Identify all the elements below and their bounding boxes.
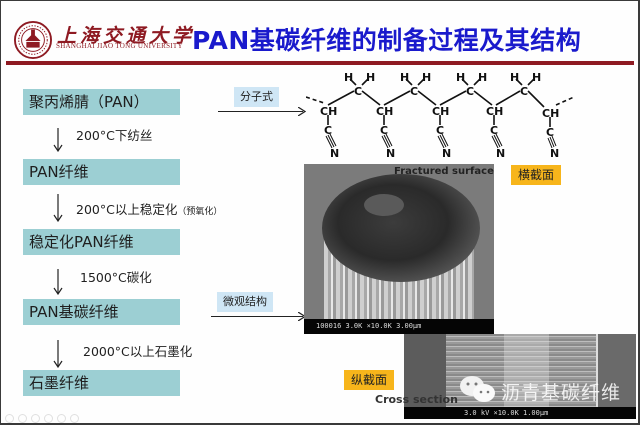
sjtu-logo-icon bbox=[14, 21, 52, 59]
svg-text:C: C bbox=[466, 85, 474, 98]
microstructure-label: 微观结构 bbox=[217, 292, 273, 312]
watermark-text: 沥青基碳纤维 bbox=[501, 382, 622, 404]
sem-scale-bar: 3.0 kV ×10.0K 1.00μm bbox=[404, 407, 636, 419]
arrow-down-icon bbox=[53, 128, 63, 152]
molecular-arrow-line bbox=[218, 111, 303, 112]
arrow-right-icon bbox=[298, 107, 306, 116]
svg-text:CH: CH bbox=[432, 105, 449, 118]
pan-molecular-structure: CH CH CH CH CH C C C C C C C C C N N N N… bbox=[306, 73, 575, 159]
sem-caption-fractured: Fractured surface bbox=[394, 166, 494, 177]
sem-scale-bar: 100016 3.0K ×10.0K 3.00μm bbox=[304, 319, 494, 334]
sem-image-fractured-surface: Fractured surface 100016 3.0K ×10.0K 3.0… bbox=[304, 164, 494, 334]
svg-text:C: C bbox=[436, 124, 444, 137]
svg-text:H: H bbox=[478, 73, 487, 84]
condition-carbonization: 1500°C碳化 bbox=[80, 270, 152, 285]
molecular-formula-label: 分子式 bbox=[234, 87, 279, 107]
slide-toolbar[interactable] bbox=[5, 414, 79, 423]
cross-section-tag: 横截面 bbox=[511, 165, 562, 185]
pen-icon[interactable] bbox=[31, 414, 40, 423]
process-step-graphite-fiber: 石墨纤维 bbox=[23, 370, 180, 396]
svg-text:CH: CH bbox=[376, 105, 393, 118]
process-step-pan: 聚丙烯腈（PAN） bbox=[23, 89, 180, 115]
prev-slide-icon[interactable] bbox=[5, 414, 14, 423]
process-step-stabilized-fiber: 稳定化PAN纤维 bbox=[23, 229, 180, 255]
svg-text:H: H bbox=[344, 73, 353, 84]
zoom-icon[interactable] bbox=[57, 414, 66, 423]
university-name-cn: 上海交通大学 bbox=[57, 25, 196, 47]
next-slide-icon[interactable] bbox=[18, 414, 27, 423]
arrow-down-icon bbox=[53, 340, 63, 368]
svg-text:C: C bbox=[410, 85, 418, 98]
sem-image-cross-section: 3.0 kV ×10.0K 1.00μm bbox=[404, 334, 636, 419]
wechat-icon bbox=[460, 376, 495, 402]
svg-text:CH: CH bbox=[486, 105, 503, 118]
condition-graphitization: 2000°C以上石墨化 bbox=[83, 344, 193, 359]
svg-text:H: H bbox=[456, 73, 465, 84]
svg-text:CH: CH bbox=[320, 105, 337, 118]
svg-text:N: N bbox=[496, 147, 505, 159]
slides-icon[interactable] bbox=[44, 414, 53, 423]
longitudinal-section-tag: 纵截面 bbox=[344, 370, 395, 390]
svg-text:C: C bbox=[490, 124, 498, 137]
svg-text:C: C bbox=[354, 85, 362, 98]
svg-text:N: N bbox=[550, 147, 559, 159]
svg-text:N: N bbox=[442, 147, 451, 159]
process-step-pan-fiber: PAN纤维 bbox=[23, 159, 180, 185]
condition-stabilization: 200°C以上稳定化（预氧化） bbox=[76, 202, 223, 217]
svg-text:C: C bbox=[380, 124, 388, 137]
arrow-down-icon bbox=[53, 269, 63, 295]
page-title: PAN基碳纤维的制备过程及其结构 bbox=[192, 26, 582, 55]
process-step-carbon-fiber: PAN基碳纤维 bbox=[23, 299, 180, 325]
arrow-down-icon bbox=[53, 194, 63, 222]
svg-text:CH: CH bbox=[542, 107, 559, 120]
condition-spinning: 200°C下纺丝 bbox=[76, 128, 153, 143]
svg-text:C: C bbox=[546, 126, 554, 139]
svg-text:H: H bbox=[422, 73, 431, 84]
svg-text:N: N bbox=[330, 147, 339, 159]
sem-caption-cross-section: Cross section bbox=[375, 393, 458, 406]
svg-text:C: C bbox=[520, 85, 528, 98]
condition-note: （预氧化） bbox=[177, 207, 223, 217]
svg-text:H: H bbox=[366, 73, 375, 84]
more-icon[interactable] bbox=[70, 414, 79, 423]
svg-text:N: N bbox=[386, 147, 395, 159]
svg-text:H: H bbox=[510, 73, 519, 84]
university-name-en: SHANGHAI JIAO TONG UNIVERSITY bbox=[56, 42, 183, 50]
svg-text:C: C bbox=[324, 124, 332, 137]
header-divider bbox=[6, 61, 634, 65]
svg-text:H: H bbox=[400, 73, 409, 84]
svg-text:H: H bbox=[532, 73, 541, 84]
micro-arrow-line bbox=[211, 316, 303, 317]
